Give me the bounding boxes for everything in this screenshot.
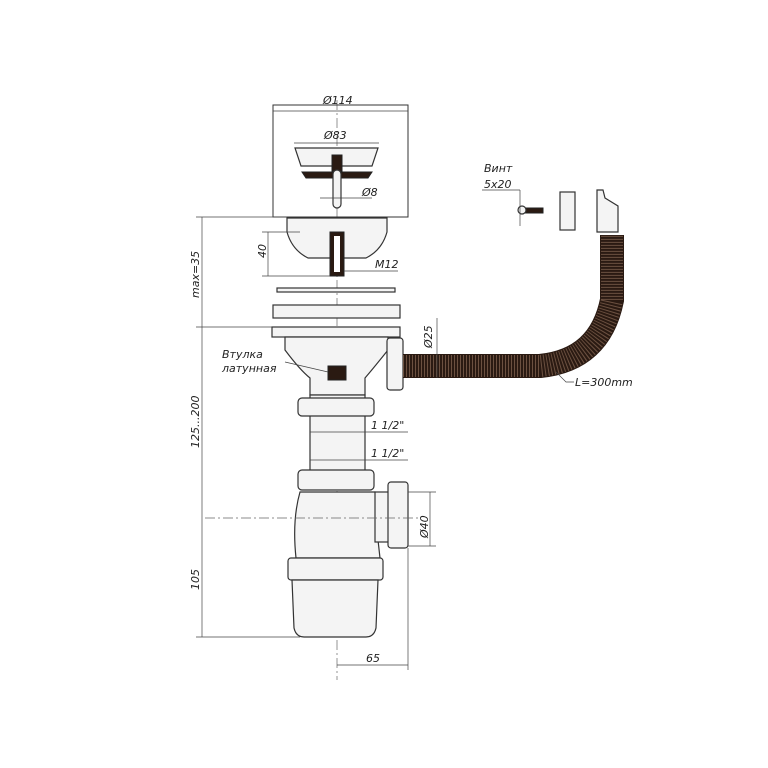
flange (271, 326, 401, 338)
dim-thread1: 1 1/2" (371, 419, 404, 432)
screw-head (517, 205, 527, 215)
washer-thick (272, 304, 401, 319)
trap-cup (291, 579, 379, 638)
dim-125-200: 125...200 (189, 396, 202, 448)
trap-outlet-pipe (374, 491, 390, 543)
label-screw: Винт (484, 162, 513, 175)
dim-d25: Ø25 (422, 325, 435, 349)
label-screw-size: 5x20 (484, 178, 512, 191)
dim-thread2: 1 1/2" (371, 447, 404, 460)
label-bushing-2: латунная (221, 362, 277, 375)
leader-hose-length (555, 371, 574, 383)
leader-bushing (284, 361, 329, 373)
lower-nut (297, 469, 375, 491)
dim-d8: Ø8 (361, 186, 378, 199)
dim-d114: Ø114 (322, 94, 353, 107)
trap-ring (287, 557, 384, 581)
label-hose-length: L=300mm (575, 376, 633, 389)
hose-ribs (403, 235, 623, 377)
bottle-trap-body (294, 491, 381, 559)
label-bushing-1: Втулка (222, 348, 263, 361)
strainer-stem-top (331, 154, 343, 172)
overflow-cap (596, 189, 619, 233)
dim-105: 105 (189, 569, 202, 590)
sink-plate-outline (272, 104, 409, 218)
overflow-grille (559, 191, 576, 231)
overflow-nut (386, 337, 404, 391)
brass-bushing (327, 365, 347, 381)
dim-d40: Ø40 (418, 515, 431, 539)
dim-40: 40 (256, 244, 269, 258)
upper-nut (297, 397, 375, 417)
dim-d83: Ø83 (323, 129, 347, 142)
washer-thin (276, 287, 396, 293)
screw-m12-highlight (334, 236, 340, 272)
dim-max35: max=35 (189, 251, 202, 298)
dim-65: 65 (366, 652, 380, 665)
outlet-nut (387, 481, 409, 549)
dim-m12: M12 (375, 258, 399, 271)
strainer-pin (332, 169, 342, 209)
